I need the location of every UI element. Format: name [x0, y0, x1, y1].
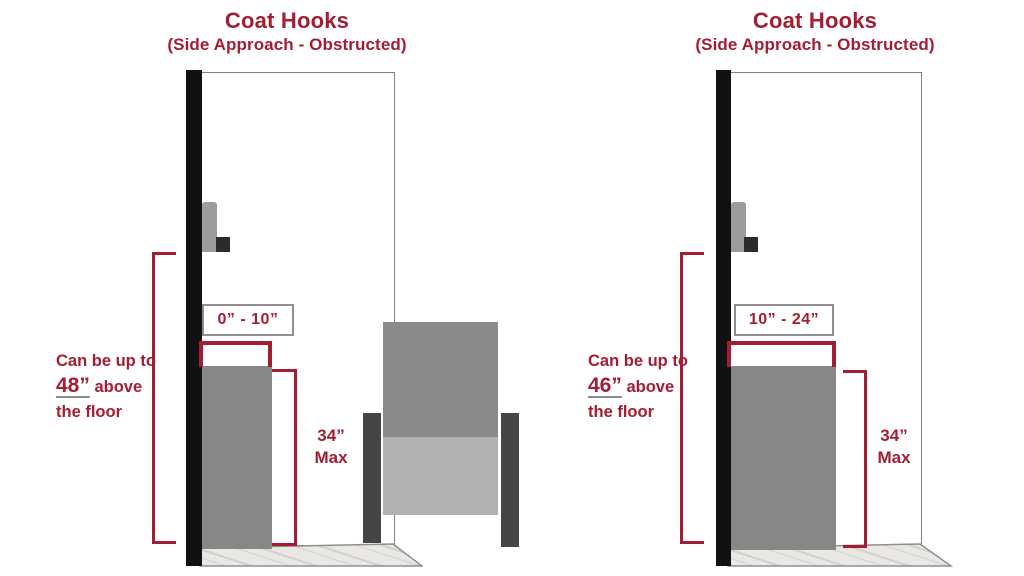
- max-height-label: 34” Max: [866, 425, 922, 469]
- page-title: Coat Hooks: [224, 8, 350, 33]
- reach-range-bracket: [727, 341, 836, 367]
- max-height-value: 34”: [880, 426, 908, 445]
- max-height-bracket: [843, 370, 867, 548]
- diagram-left: Coat Hooks (Side Approach - Obstructed) …: [56, 8, 519, 567]
- coat-hook-arm: [216, 237, 230, 252]
- height-note-prefix: Can be up to: [56, 352, 156, 370]
- height-range-bracket: [152, 252, 176, 544]
- max-height-word: Max: [314, 448, 348, 468]
- coat-hook-arm: [744, 237, 758, 252]
- height-note-suffix: above the floor: [588, 378, 675, 421]
- max-height-word: Max: [877, 448, 911, 468]
- page-subtitle: (Side Approach - Obstructed): [167, 35, 407, 54]
- height-note: Can be up to 48” above the floor: [56, 350, 160, 423]
- reach-range-label: 10” - 24”: [734, 304, 834, 336]
- height-note-value: 48”: [56, 374, 90, 398]
- max-height-value: 34”: [317, 426, 345, 445]
- height-note: Can be up to 46” above the floor: [588, 350, 692, 423]
- obstruction-shelf: [202, 366, 272, 549]
- wheelchair-backrest: [383, 322, 498, 437]
- page-title: Coat Hooks: [752, 8, 878, 33]
- wall: [716, 70, 731, 566]
- wheelchair-seat: [383, 437, 498, 515]
- diagram-right: Coat Hooks (Side Approach - Obstructed) …: [528, 0, 1024, 576]
- height-note-value: 46”: [588, 374, 622, 398]
- height-note-prefix: Can be up to: [588, 352, 688, 370]
- obstruction-shelf: [730, 366, 836, 550]
- height-range-bracket: [680, 252, 704, 544]
- height-note-suffix: above the floor: [56, 378, 143, 421]
- max-height-label: 34” Max: [303, 425, 359, 469]
- coat-hook: [202, 202, 217, 252]
- reach-range-bracket: [199, 341, 272, 367]
- wheelchair-wheel-left: [363, 413, 381, 543]
- page-subtitle: (Side Approach - Obstructed): [695, 35, 935, 54]
- max-height-bracket: [272, 369, 297, 546]
- wheelchair-wheel-right: [501, 413, 519, 547]
- coat-hook: [731, 202, 746, 252]
- wall: [186, 70, 202, 566]
- reach-range-label: 0” - 10”: [202, 304, 294, 336]
